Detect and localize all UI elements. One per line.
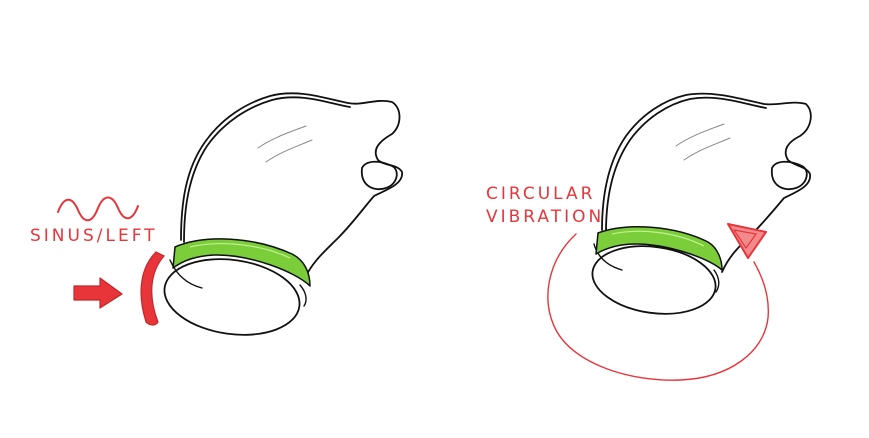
right-annotations: CIRCULAR VIBRATION bbox=[486, 184, 770, 381]
circular-vibration-path bbox=[547, 233, 770, 381]
right-label-line1: CIRCULAR bbox=[486, 184, 595, 204]
left-wristband bbox=[172, 238, 311, 287]
left-panel: SINUS/LEFT bbox=[30, 92, 403, 336]
left-annotations: SINUS/LEFT bbox=[30, 196, 165, 326]
left-label: SINUS/LEFT bbox=[30, 226, 158, 246]
right-label-line2: VIBRATION bbox=[486, 207, 604, 227]
wave-icon bbox=[57, 196, 139, 222]
pulse-arc-icon bbox=[140, 251, 165, 326]
right-hand-sketch bbox=[591, 92, 812, 315]
right-wristband bbox=[595, 226, 723, 271]
left-hand-sketch bbox=[163, 92, 403, 336]
arrow-right-icon bbox=[73, 277, 123, 309]
right-panel: CIRCULAR VIBRATION bbox=[486, 92, 812, 381]
triangle-down-icon bbox=[727, 223, 767, 259]
